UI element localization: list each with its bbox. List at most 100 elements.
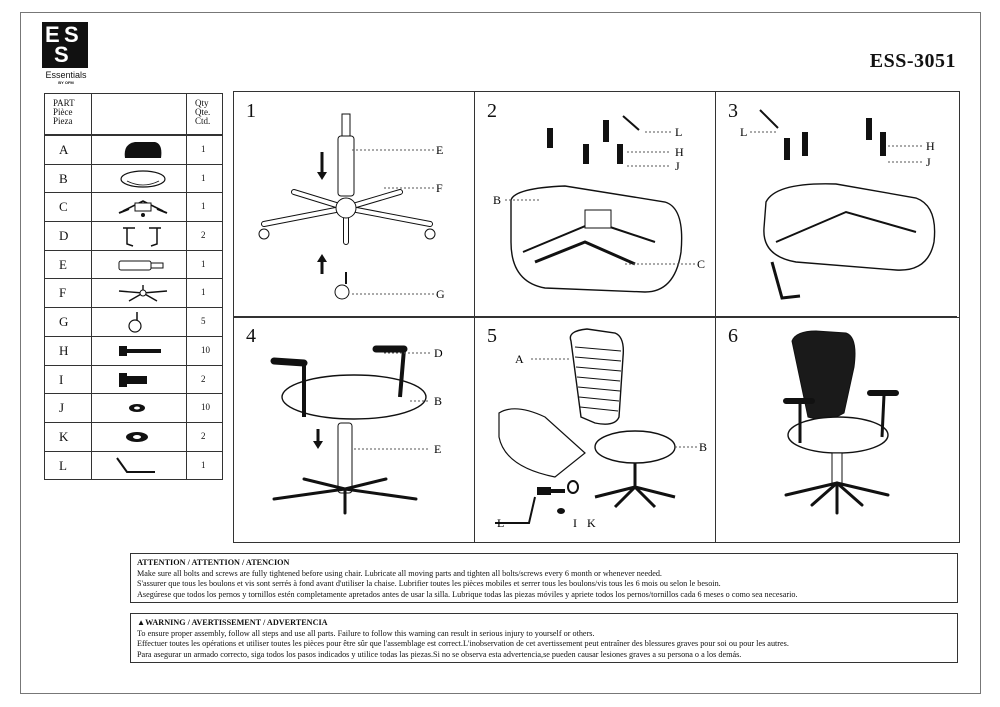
gas-lift-icon xyxy=(118,260,164,271)
part-qty: 2 xyxy=(201,373,206,384)
large-washer-icon xyxy=(126,431,148,442)
parts-table-header: PART Pièce Pieza Qty Qte. Ctd. xyxy=(45,94,222,135)
part-letter: G xyxy=(59,314,69,330)
part-row-b: B 1 xyxy=(45,163,222,193)
part-qty: 1 xyxy=(201,287,206,298)
step-number: 3 xyxy=(728,100,738,122)
warning-line-fr: Effectuer toutes les opérations et utili… xyxy=(137,639,789,648)
label-h: H xyxy=(926,139,935,153)
part-letter: B xyxy=(59,170,68,186)
attention-line-en: Make sure all bolts and screws are fully… xyxy=(137,568,662,578)
part-letter: J xyxy=(59,400,65,416)
caster-icon xyxy=(128,312,142,333)
part-letter: D xyxy=(59,228,69,244)
label-g: G xyxy=(436,287,445,301)
table-divider xyxy=(186,94,187,480)
step-2-panel: 2 L H J B C xyxy=(475,92,716,317)
backrest-icon xyxy=(124,142,162,158)
label-k: K xyxy=(587,516,596,530)
logo-sub: BY OFM xyxy=(58,80,74,85)
base-icon xyxy=(118,285,168,303)
part-qty: 1 xyxy=(201,459,206,470)
step-number: 2 xyxy=(487,100,497,122)
part-letter: K xyxy=(59,428,69,444)
label-d: D xyxy=(434,346,443,360)
label-f: F xyxy=(436,181,443,195)
model-number: ESS-3051 xyxy=(869,50,956,72)
step-6-illustration xyxy=(783,330,899,515)
seat-plate-icon xyxy=(120,170,166,188)
part-row-h: H 10 xyxy=(45,335,222,365)
short-bolt-icon xyxy=(119,372,147,387)
label-h: H xyxy=(675,145,684,159)
table-divider xyxy=(91,94,92,480)
warning-line-en: To ensure proper assembly, follow all st… xyxy=(137,628,595,638)
header-part-es: Pieza xyxy=(53,116,73,126)
assembly-steps-grid: 1 E F G 2 xyxy=(233,91,960,543)
washer-icon xyxy=(129,404,145,413)
part-qty: 5 xyxy=(201,316,206,327)
page-frame xyxy=(20,12,981,694)
logo-name: Essentials xyxy=(45,70,87,80)
part-qty: 2 xyxy=(201,230,206,241)
label-l: L xyxy=(740,125,747,139)
part-row-c: C 1 xyxy=(45,192,222,221)
attention-line-es: Asegúrese que todos los pernos y tornill… xyxy=(137,589,798,599)
step-4-panel: 4 D B E xyxy=(234,317,475,542)
attention-title: ATTENTION / ATTENTION / ATENCION xyxy=(137,558,290,567)
label-b: B xyxy=(493,193,501,207)
label-i: I xyxy=(573,516,577,530)
part-letter: F xyxy=(59,285,67,301)
label-a: A xyxy=(515,352,524,366)
label-j: J xyxy=(675,159,680,173)
part-qty: 10 xyxy=(201,402,210,413)
label-l: L xyxy=(497,516,504,530)
part-qty: 1 xyxy=(201,144,206,154)
step-number: 4 xyxy=(246,325,256,347)
attention-line-fr: S'assurer que tous les boulons et vis so… xyxy=(137,579,721,588)
allen-key-icon xyxy=(116,456,155,473)
part-row-g: G 5 xyxy=(45,307,222,336)
part-qty: 1 xyxy=(201,258,206,269)
step-3-illustration: L H J xyxy=(740,109,936,300)
label-b: B xyxy=(434,394,442,408)
armrest-icon xyxy=(123,227,161,247)
step-number: 5 xyxy=(487,325,497,347)
part-row-e: E 1 xyxy=(45,249,222,279)
header-qty-es: Ctd. xyxy=(195,116,211,126)
header-qty-fr: Qte. xyxy=(195,107,211,117)
label-e: E xyxy=(436,143,443,157)
part-letter: C xyxy=(59,199,68,215)
label-b: B xyxy=(699,440,707,454)
logo-mark: E S S xyxy=(42,22,88,68)
step-5-panel: 5 A B L I K xyxy=(475,317,716,542)
step-2-illustration: L H J B C xyxy=(493,115,705,293)
label-c: C xyxy=(697,257,705,271)
part-qty: 10 xyxy=(201,344,210,355)
parts-table: PART Pièce Pieza Qty Qte. Ctd. A 1 B 1 C xyxy=(44,93,223,481)
step-4-illustration: D B E xyxy=(270,345,443,515)
brand-logo: E S S Essentials BY OFM xyxy=(40,22,92,85)
part-letter: L xyxy=(59,457,67,473)
step-number: 1 xyxy=(246,100,256,122)
attention-note: ATTENTION / ATTENTION / ATENCION Make su… xyxy=(130,553,958,603)
header-part-fr: Pièce xyxy=(53,107,73,117)
part-letter: H xyxy=(59,342,69,358)
part-row-l: L 1 xyxy=(45,450,222,480)
part-qty: 1 xyxy=(201,201,206,212)
grid-divider xyxy=(234,317,959,318)
part-row-i: I 2 xyxy=(45,364,222,394)
label-e: E xyxy=(434,442,441,456)
part-row-j: J 10 xyxy=(45,393,222,422)
mechanism-icon xyxy=(118,200,168,218)
part-row-k: K 2 xyxy=(45,421,222,451)
part-row-d: D 2 xyxy=(45,221,222,250)
part-letter: E xyxy=(59,256,67,272)
step-number: 6 xyxy=(728,325,738,347)
warning-title: WARNING / AVERTISSEMENT / ADVERTENCIA xyxy=(145,618,328,627)
step-1-illustration: E F G xyxy=(258,113,445,301)
step-5-illustration: A B L I K xyxy=(495,328,707,530)
part-row-f: F 1 xyxy=(45,278,222,307)
part-letter: A xyxy=(59,142,69,157)
label-l: L xyxy=(675,125,682,139)
